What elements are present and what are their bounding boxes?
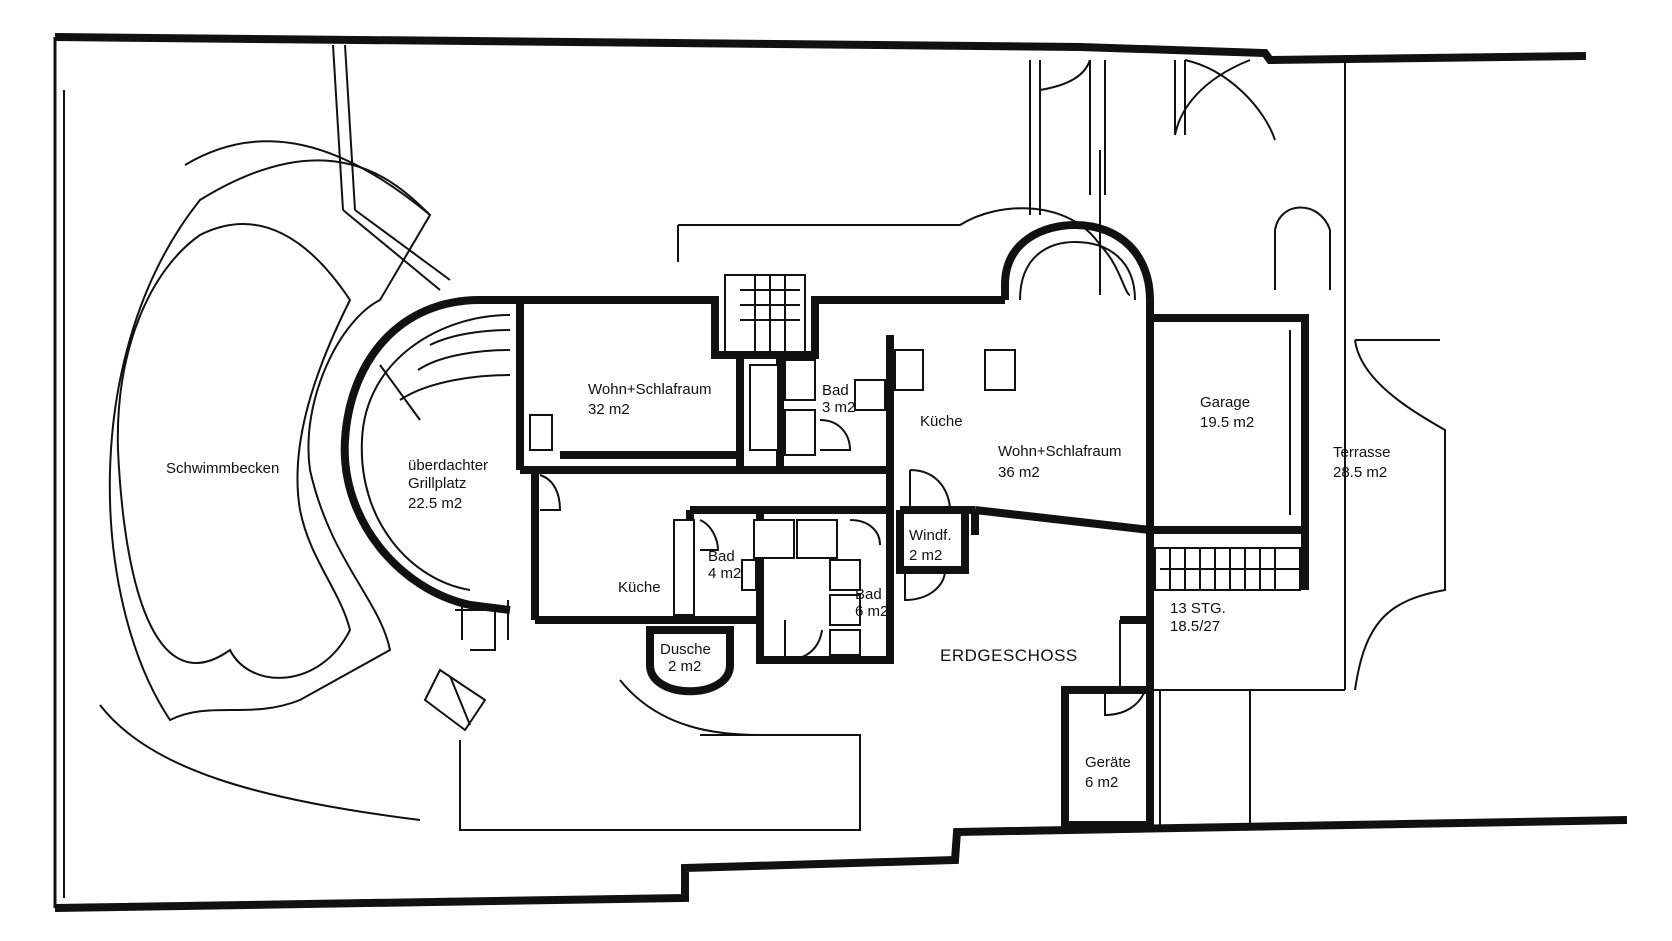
label-geraete: Geräte (1085, 754, 1131, 771)
label-garage: Garage (1200, 394, 1250, 411)
label-grill-1: überdachter (408, 457, 488, 474)
label-bad-north: Bad (822, 382, 849, 399)
label-dusche: Dusche (660, 641, 711, 658)
label-terrasse-area: 28.5 m2 (1333, 464, 1387, 481)
label-geraete-area: 6 m2 (1085, 774, 1118, 791)
label-wohn-west-area: 32 m2 (588, 401, 630, 418)
grill-wall (340, 296, 520, 732)
label-windf-area: 2 m2 (909, 547, 942, 564)
fixtures (529, 349, 1016, 656)
label-windf: Windf. (909, 527, 952, 544)
building-walls (516, 220, 1309, 829)
label-kueche-east: Küche (920, 413, 963, 430)
label-dusche-area: 2 m2 (668, 658, 701, 675)
label-wohn-east: Wohn+Schlafraum (998, 443, 1122, 460)
south-yard (459, 620, 1345, 831)
pool (99, 140, 432, 821)
label-grill-2: Grillplatz (408, 475, 466, 492)
label-kueche-west: Küche (618, 579, 661, 596)
label-garage-area: 19.5 m2 (1200, 414, 1254, 431)
label-terrasse: Terrasse (1333, 444, 1391, 461)
label-bad-small-area: 4 m2 (708, 565, 741, 582)
label-wohn-west: Wohn+Schlafraum (588, 381, 712, 398)
label-stairs-1: 13 STG. (1170, 600, 1226, 617)
label-bad-small: Bad (708, 548, 735, 565)
label-bad-mid: Bad (855, 586, 882, 603)
doors (539, 419, 1146, 717)
label-bad-north-area: 3 m2 (822, 399, 855, 416)
label-floor: ERDGESCHOSS (940, 646, 1078, 665)
label-grill-area: 22.5 m2 (408, 495, 462, 512)
label-wohn-east-area: 36 m2 (998, 464, 1040, 481)
label-pool: Schwimmbecken (166, 460, 279, 477)
north-stair (724, 274, 806, 356)
east-stair (1154, 547, 1301, 591)
room-labels: Schwimmbecken überdachter Grillplatz 22.… (166, 381, 1391, 791)
site-boundary (53, 33, 1628, 912)
label-bad-mid-area: 6 m2 (855, 603, 888, 620)
label-stairs-2: 18.5/27 (1170, 618, 1220, 635)
